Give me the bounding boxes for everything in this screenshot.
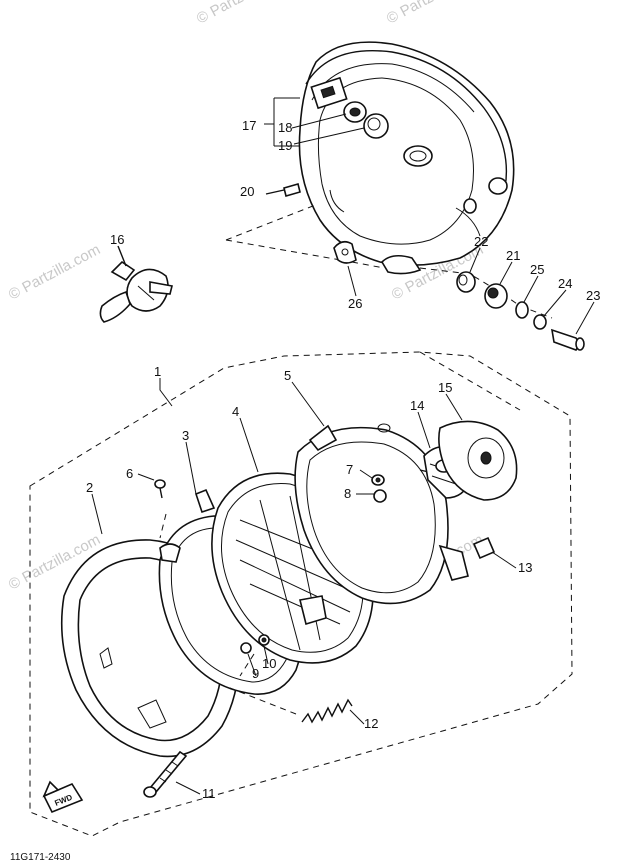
callout-14: 14: [410, 398, 424, 413]
assembly-boundary: [29, 351, 573, 837]
small-fasteners: [154, 474, 387, 654]
callout-6: 6: [126, 466, 133, 481]
mounting-hardware: [456, 271, 585, 351]
callout-5: 5: [284, 368, 291, 383]
callout-26: 26: [348, 296, 362, 311]
clip-13: [472, 536, 496, 560]
callout-15: 15: [438, 380, 452, 395]
assembly-dash-links: [159, 351, 521, 715]
watermark: © Partzilla.com: [384, 0, 481, 28]
callout-2: 2: [86, 480, 93, 495]
callout-16: 16: [110, 232, 124, 247]
adjust-spring-12: [301, 698, 353, 724]
callout-24: 24: [558, 276, 572, 291]
callout-10: 10: [262, 656, 276, 671]
headlight-bulb-16: [99, 245, 173, 323]
headlight-case: [298, 41, 515, 275]
callout-13: 13: [518, 560, 532, 575]
leader-lines: [91, 97, 595, 795]
callout-20: 20: [240, 184, 254, 199]
callout-21: 21: [506, 248, 520, 263]
callout-12: 12: [364, 716, 378, 731]
callout-9: 9: [252, 666, 259, 681]
callout-22: 22: [474, 234, 488, 249]
diagram-code: 11G171-2430: [10, 852, 71, 863]
callout-18: 18: [278, 120, 292, 135]
case-dash-outline: [225, 203, 385, 269]
callout-11: 11: [202, 786, 216, 801]
reflector-5: [294, 423, 469, 605]
clip-26: [333, 240, 357, 264]
socket-cover-15: [438, 420, 518, 501]
callout-25: 25: [530, 262, 544, 277]
callout-8: 8: [344, 486, 351, 501]
fwd-arrow: FWD: [42, 780, 84, 814]
callout-1: 1: [154, 364, 161, 379]
adjust-screw-11: [143, 750, 188, 798]
watermark: © Partzilla.com: [194, 0, 291, 28]
watermark: © Partzilla.com: [6, 241, 103, 303]
callout-4: 4: [232, 404, 239, 419]
callout-17: 17: [242, 118, 256, 133]
callout-23: 23: [586, 288, 600, 303]
callout-19: 19: [278, 138, 292, 153]
case-to-bolt-dash: [419, 267, 553, 319]
callout-3: 3: [182, 428, 189, 443]
callout-7: 7: [346, 462, 353, 477]
screw-20: [265, 183, 301, 197]
callout-labels: 1 2 3 4 5 6 7 8 9 10 11 12 13 14 15 16 1…: [86, 118, 600, 801]
